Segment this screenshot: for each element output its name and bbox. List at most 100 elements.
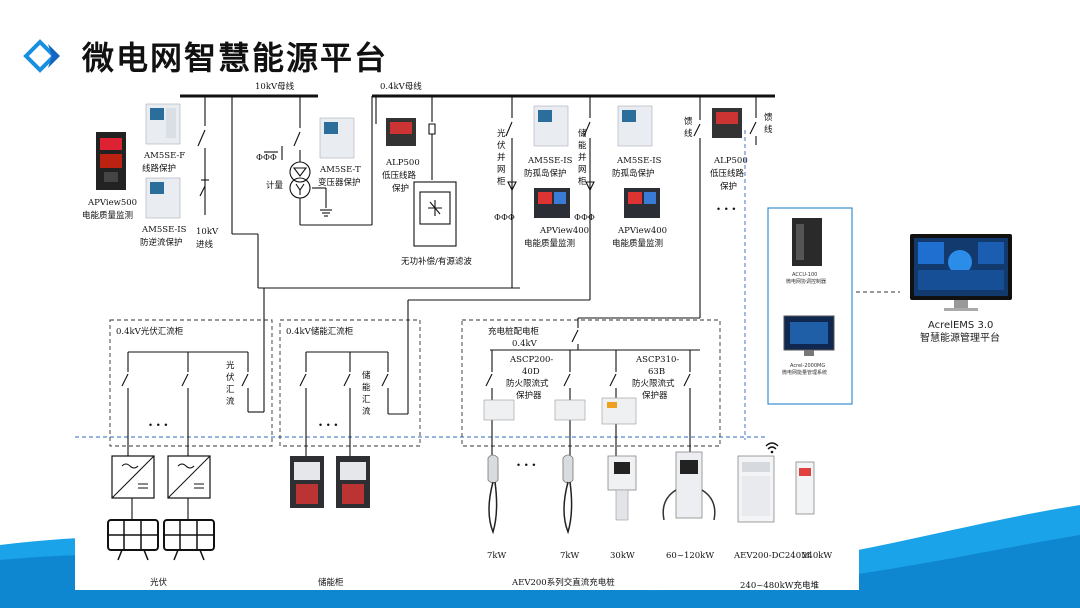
page-title: 微电网智慧能源平台 [82, 39, 389, 77]
dc-charger-60-120kw [662, 451, 716, 521]
incoming-label-1: 10kV [196, 227, 219, 237]
am5se-f-name: AM5SE-F [143, 151, 185, 161]
am5se-is-a-name: AM5SE-IS [527, 156, 573, 166]
power-label-5: 240kW [802, 551, 832, 561]
ascp200-1: 40D [522, 367, 540, 377]
pv-combiner-2: 汇 [226, 385, 235, 395]
alp500-b-desc2: 保护 [720, 181, 737, 192]
ems-name: AcrelEMS 3.0 [928, 320, 993, 331]
ems-subtitle: 智慧能源管理平台 [920, 331, 1000, 344]
accu-name: ACCU-100 [792, 272, 817, 278]
storage-cabinet-label: 0.4kV储能汇流柜 [286, 326, 354, 337]
dc-charger-30kw [607, 455, 637, 521]
ellipsis-pv: • • • [148, 421, 168, 431]
power-label-1: 7kW [560, 551, 580, 561]
apview400-b-desc: 电能质量监测 [612, 238, 663, 249]
charging-cabinet-label: 充电桩配电柜 [488, 326, 540, 337]
apview500-desc: 电能质量监测 [82, 210, 133, 221]
storage-grid-label-4: 柜 [578, 176, 587, 187]
ascp200-2: 防火限流式 [506, 378, 549, 389]
pv-combiner-0: 光 [226, 360, 235, 371]
apview400-a-name: APView400 [539, 226, 589, 236]
ascp-device-3 [601, 397, 637, 425]
feeder-b-label-0: 馈 [764, 112, 773, 123]
am5se-f-desc: 线路保护 [142, 163, 176, 174]
alp500-a-name: ALP500 [385, 158, 420, 168]
storage-grid-label-2: 并 [578, 152, 587, 163]
am5se-is-b-name: AM5SE-IS [616, 156, 662, 166]
feeder-a-label-1: 线 [684, 128, 693, 139]
am5se-t-name: AM5SE-T [319, 165, 361, 175]
ct-icon: ΦΦΦ [256, 153, 277, 163]
charger-series-label: AEV200系列交直流充电桩 [511, 577, 615, 588]
apview500-name: APView500 [87, 198, 137, 208]
pv-grid-label-3: 网 [497, 165, 506, 175]
power-label-2: 30kW [610, 551, 635, 561]
storage-grid-label-0: 储 [578, 128, 587, 139]
pv-grid-label-0: 光 [497, 128, 506, 139]
feeder-a-label-0: 馈 [684, 116, 693, 127]
storage-grid-label-3: 网 [578, 165, 587, 175]
power-label-0: 7kW [487, 551, 507, 561]
charging-cabinet [461, 319, 721, 447]
ellipsis-storage: • • • [318, 421, 338, 431]
ac-charger-7kw-a [487, 454, 499, 535]
ascp310-1: 63B [648, 367, 665, 377]
diagram-panel [75, 82, 859, 590]
inverter-icon [111, 455, 155, 499]
bus-10kv-label: 10kV母线 [255, 81, 295, 92]
ct-icon: ΦΦΦ [494, 213, 515, 223]
pv-label: 光伏 [150, 577, 168, 588]
charging-station-240m [737, 455, 775, 523]
charging-bus-label: 0.4kV [512, 339, 538, 349]
inverter-icon [167, 455, 211, 499]
wifi-icon [765, 442, 779, 454]
am5se-t-desc: 变压器保护 [318, 177, 361, 188]
breaker-switch-icon [197, 129, 206, 147]
am5se-is-reverse-name: AM5SE-IS [141, 225, 187, 235]
storage-cabinet-unit [336, 456, 370, 508]
storage-label: 储能柜 [318, 577, 344, 588]
power-label-3: 60~120kW [666, 551, 714, 561]
storage-combiner-1: 能 [362, 382, 371, 393]
ascp200-3: 保护器 [516, 390, 542, 401]
pv-cabinet [109, 319, 273, 447]
apview400-b-name: APView400 [617, 226, 667, 236]
am5se-is-reverse-desc: 防逆流保护 [140, 237, 183, 248]
am5se-is-b-desc: 防孤岛保护 [612, 168, 655, 179]
storage-cabinet-unit [290, 456, 324, 508]
incoming-label-2: 进线 [196, 239, 214, 250]
feeder-b-label-1: 线 [764, 124, 773, 135]
solar-panel-icon [107, 519, 159, 561]
pv-cabinet-label: 0.4kV光伏汇流柜 [116, 326, 184, 337]
ellipsis-chargers: • • • [516, 461, 536, 471]
storage-combiner-3: 流 [362, 406, 371, 417]
transformer-icon [289, 161, 311, 183]
charging-station-label: 240~480kW充电堆 [740, 580, 819, 591]
alp500-b-name: ALP500 [713, 156, 748, 166]
ascp-device-1 [483, 399, 515, 421]
ascp-device-2 [554, 399, 586, 421]
ascp200-0: ASCP200- [509, 355, 553, 365]
acrel2000-name: Acrel-2000MG [790, 363, 825, 369]
pv-grid-label-4: 柜 [497, 176, 506, 187]
alp500-b-desc1: 低压线路 [710, 168, 745, 179]
ellipsis-feeders: • • • [716, 205, 736, 215]
ascp310-0: ASCP310- [635, 355, 679, 365]
pv-grid-label-1: 伏 [497, 140, 506, 151]
bus-04kv-label: 0.4kV母线 [380, 81, 422, 92]
metering-label: 计量 [266, 180, 284, 191]
am5se-is-a-desc: 防孤岛保护 [524, 168, 567, 179]
apview400-a-desc: 电能质量监测 [524, 238, 575, 249]
pv-combiner-3: 流 [226, 396, 235, 407]
filter-box [413, 181, 457, 247]
pv-grid-label-2: 并 [497, 152, 506, 163]
filter-label: 无功补偿/有源滤波 [401, 256, 472, 267]
ascp310-2: 防火限流式 [632, 378, 675, 389]
ascp310-3: 保护器 [642, 390, 668, 401]
power-label-4: AEV200-DC240M [733, 551, 810, 561]
diamond-arrow-icon [23, 39, 60, 73]
pv-combiner-1: 伏 [226, 372, 235, 383]
acrel2000-desc: 微电网能量管理系统 [782, 369, 827, 376]
